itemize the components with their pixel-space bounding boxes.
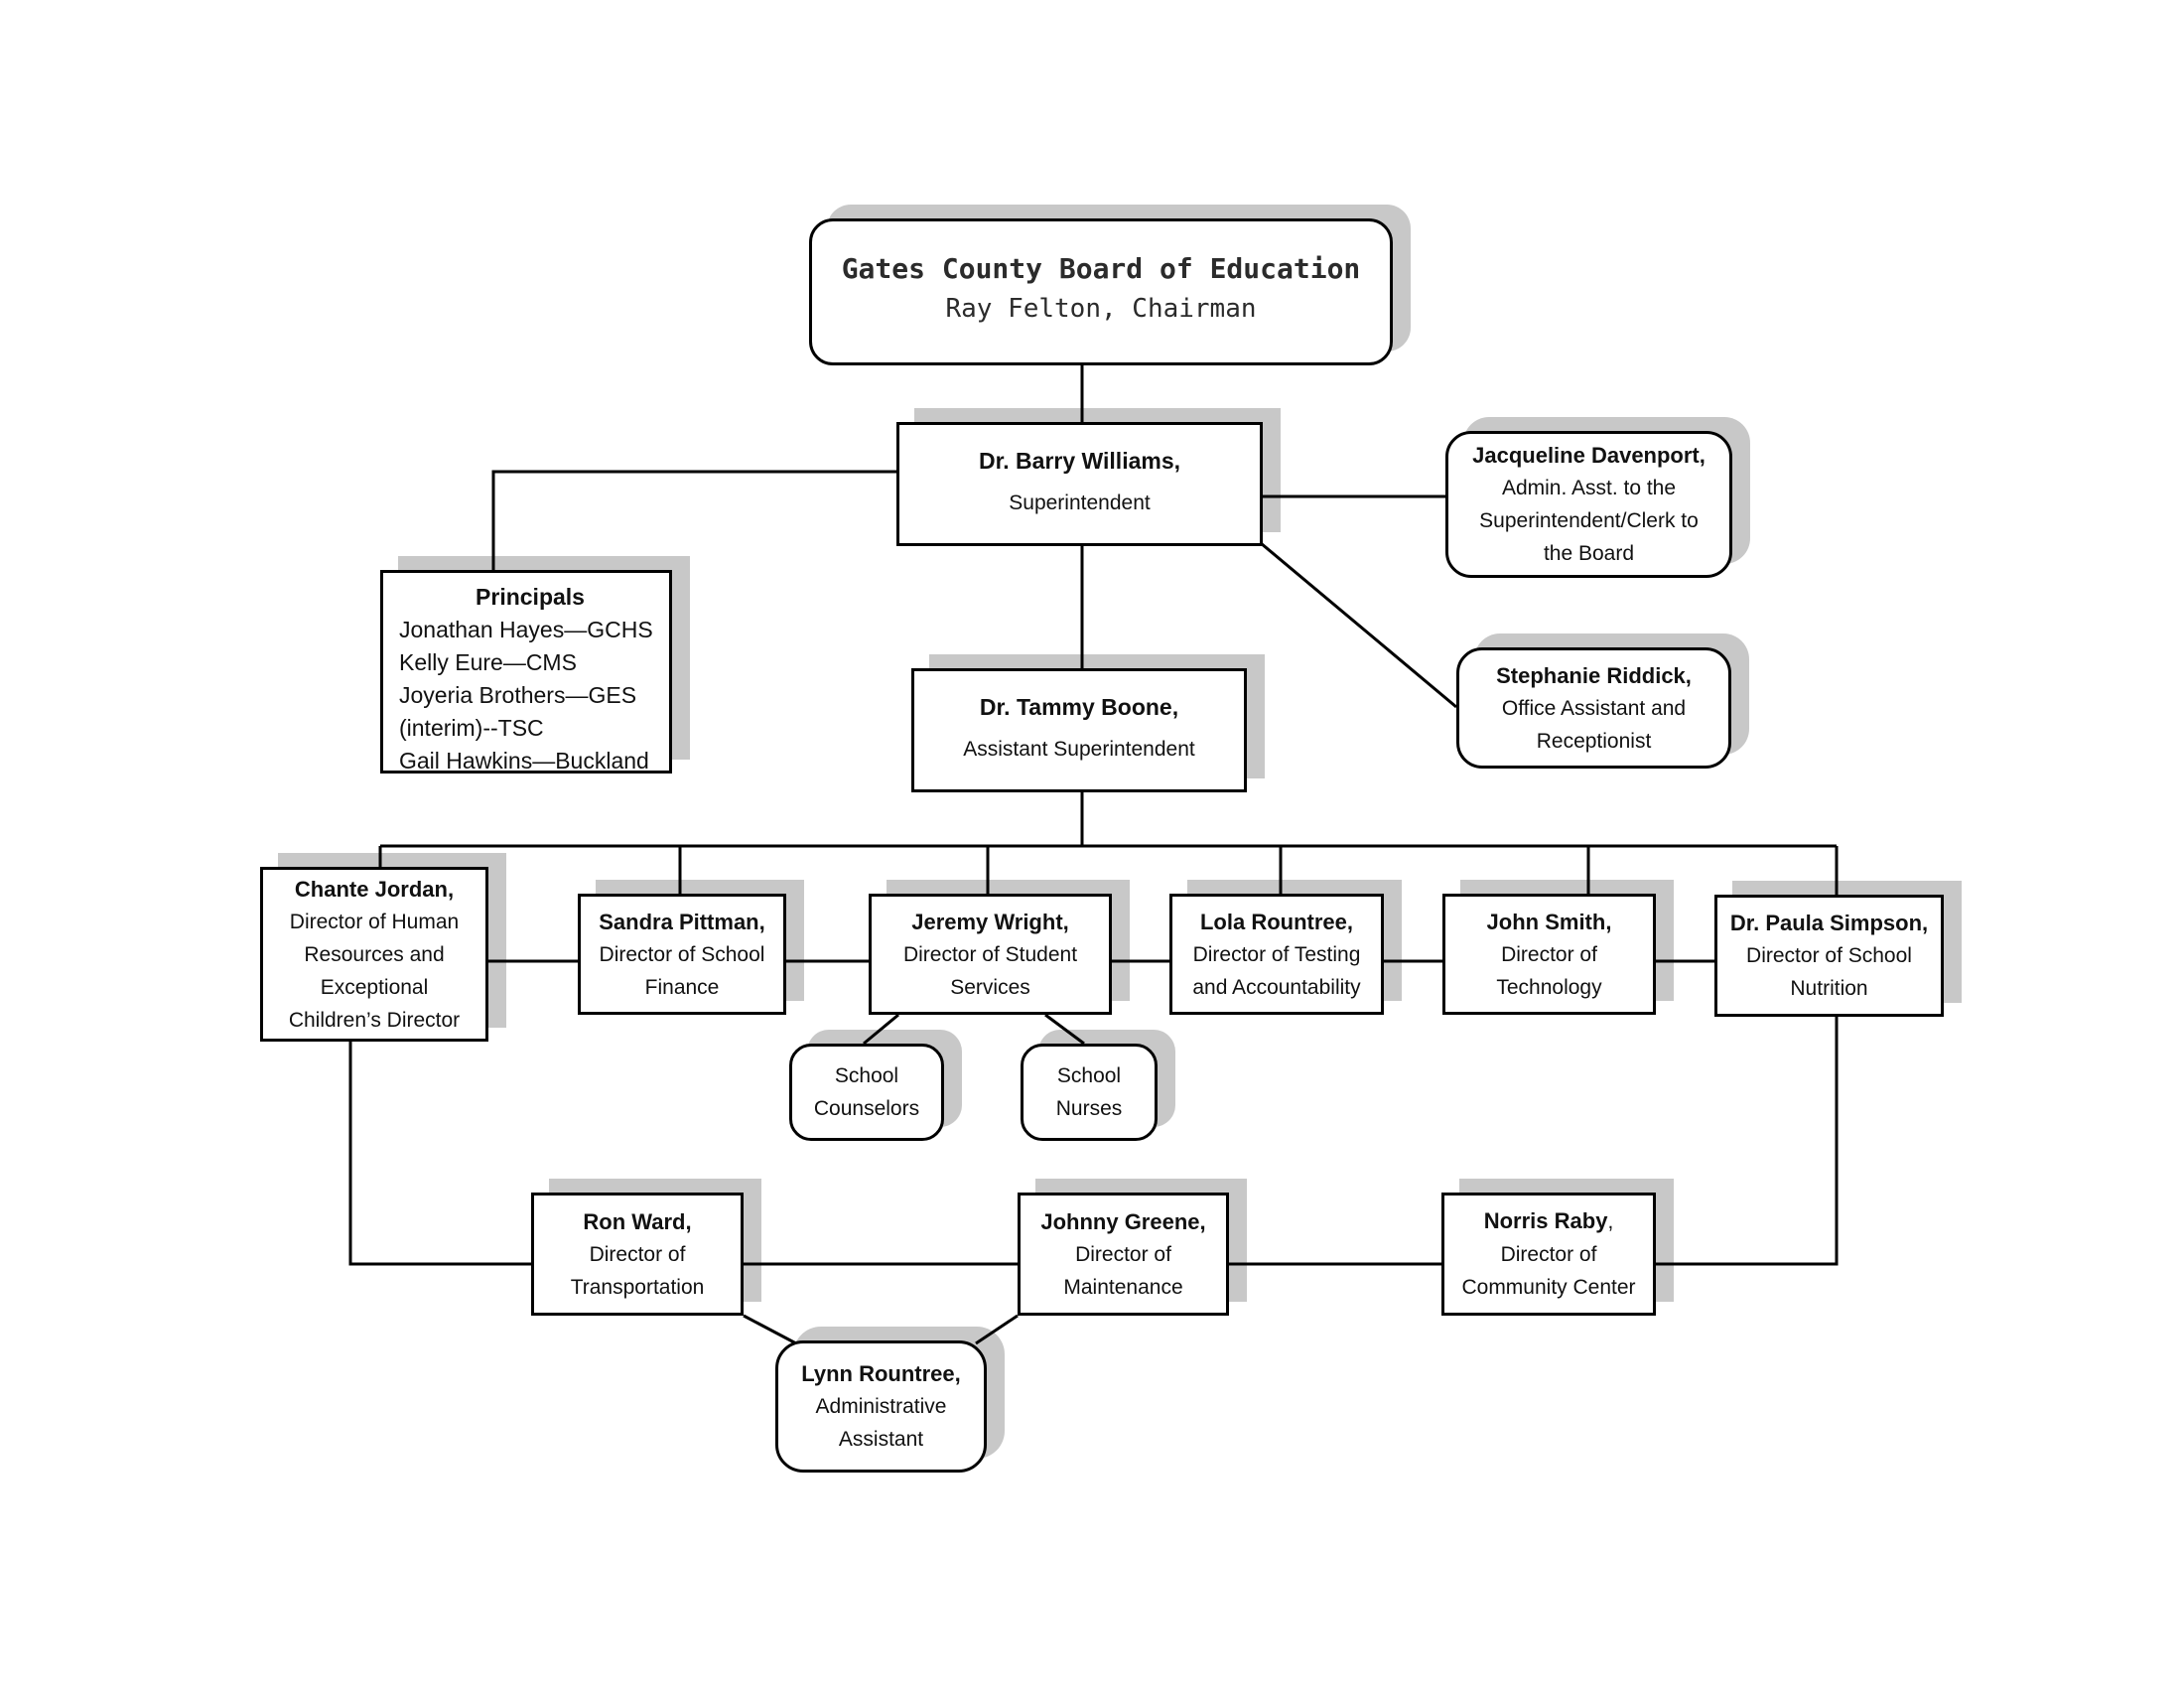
person-role: Director of (1075, 1242, 1171, 1266)
person-role: Assistant Superintendent (963, 738, 1195, 761)
org-box-testing-director: Lola Rountree, Director of Testing and A… (1169, 894, 1384, 1015)
connector-hr-transportation (348, 1042, 531, 1266)
person-name: John Smith, (1486, 909, 1612, 934)
person-role: Admin. Asst. to the (1501, 477, 1677, 499)
person-role: Superintendent/Clerk to (1479, 509, 1699, 532)
person-role: Technology (1496, 975, 1602, 999)
person-role: Director of Testing (1192, 942, 1361, 966)
group-label: School (834, 1064, 899, 1087)
group-label: Counselors (813, 1097, 920, 1120)
group-label: School (1056, 1064, 1122, 1087)
person-role: Director of School (1746, 944, 1912, 967)
person-name: Norris Raby, (1483, 1208, 1614, 1233)
person-role: Director of (1500, 1243, 1597, 1266)
connector-superintendent-office-assistant (1260, 541, 1457, 709)
person-role: Nutrition (1790, 977, 1868, 1000)
person-name: Ron Ward, (583, 1208, 692, 1234)
connector-superintendent-principals (491, 470, 896, 570)
person-role: Community Center (1461, 1276, 1636, 1299)
person-name: Johnny Greene, (1040, 1208, 1206, 1234)
person-role: Administrative (815, 1395, 947, 1418)
person-role: Director of Student (902, 942, 1078, 966)
board-chairman: Ray Felton, Chairman (945, 294, 1257, 324)
person-role: the Board (1543, 542, 1635, 565)
person-name: Jeremy Wright, (911, 909, 1069, 934)
person-role: Director of School (599, 942, 765, 966)
connector-community-center-nutrition (1656, 1017, 1839, 1266)
person-role: Services (950, 975, 1030, 999)
person-role: Superintendent (1009, 492, 1151, 514)
org-box-assistant-superintendent: Dr. Tammy Boone, Assistant Superintenden… (911, 668, 1247, 792)
person-name: Sandra Pittman, (599, 909, 765, 934)
person-role: Finance (644, 975, 720, 999)
person-name: Chante Jordan, (294, 876, 455, 902)
person-name: Stephanie Riddick, (1496, 662, 1692, 688)
person-name: Lola Rountree, (1199, 909, 1353, 934)
org-box-administrative-assistant: Lynn Rountree, Administrative Assistant (775, 1340, 987, 1473)
org-box-superintendent: Dr. Barry Williams, Superintendent (896, 422, 1263, 546)
principals-title: Principals (476, 584, 585, 610)
connector-student-services-nurses (1044, 1013, 1085, 1046)
org-box-maintenance-director: Johnny Greene, Director of Maintenance (1018, 1193, 1229, 1316)
org-box-school-counselors: School Counselors (789, 1044, 944, 1141)
org-box-technology-director: John Smith, Director of Technology (1442, 894, 1656, 1015)
org-box-finance-director: Sandra Pittman, Director of School Finan… (578, 894, 786, 1015)
person-role: Office Assistant and (1501, 696, 1687, 720)
person-name: Dr. Tammy Boone, (979, 694, 1179, 720)
connector-maintenance-admin-assistant (975, 1314, 1019, 1345)
person-name: Dr. Barry Williams, (978, 448, 1181, 474)
org-box-hr-director: Chante Jordan, Director of Human Resourc… (260, 867, 488, 1042)
person-role: Director of (1501, 942, 1597, 966)
org-box-community-center-director: Norris Raby, Director of Community Cente… (1441, 1193, 1656, 1316)
connector-student-services-counselors (863, 1013, 899, 1046)
person-role: Resources and (304, 942, 445, 966)
org-box-admin-assistant: Jacqueline Davenport, Admin. Asst. to th… (1445, 431, 1732, 578)
connector-transportation-admin-assistant (743, 1314, 797, 1345)
principal-entry: (interim)--TSC (399, 715, 544, 741)
principal-entry: Kelly Eure—CMS (399, 649, 577, 675)
org-box-office-assistant: Stephanie Riddick, Office Assistant and … (1456, 647, 1731, 769)
person-role: Children’s Director (288, 1008, 461, 1032)
person-name: Jacqueline Davenport, (1472, 443, 1706, 468)
person-role: Assistant (838, 1428, 924, 1451)
org-box-school-nurses: School Nurses (1021, 1044, 1158, 1141)
group-label: Nurses (1055, 1097, 1123, 1120)
person-name: Lynn Rountree, (801, 1361, 961, 1386)
person-name: Dr. Paula Simpson, (1729, 911, 1929, 935)
person-role: Receptionist (1536, 729, 1652, 753)
org-box-board-of-education: Gates County Board of Education Ray Felt… (809, 218, 1393, 365)
person-role: Director of Human (289, 910, 460, 933)
principal-entry: Joyeria Brothers—GES (399, 682, 637, 708)
person-role: Director of (589, 1242, 686, 1266)
person-role: Maintenance (1063, 1275, 1183, 1299)
person-role: Transportation (570, 1275, 705, 1299)
org-box-nutrition-director: Dr. Paula Simpson, Director of School Nu… (1714, 895, 1944, 1017)
principal-entry: Gail Hawkins—Buckland (399, 748, 649, 774)
board-title: Gates County Board of Education (841, 252, 1361, 285)
principal-entry: Jonathan Hayes—GCHS (399, 617, 653, 642)
org-box-principals: Principals Jonathan Hayes—GCHS Kelly Eur… (380, 570, 672, 774)
org-box-transportation-director: Ron Ward, Director of Transportation (531, 1193, 744, 1316)
person-role: and Accountability (1192, 975, 1361, 999)
org-box-student-services-director: Jeremy Wright, Director of Student Servi… (869, 894, 1112, 1015)
person-role: Exceptional (320, 975, 429, 999)
